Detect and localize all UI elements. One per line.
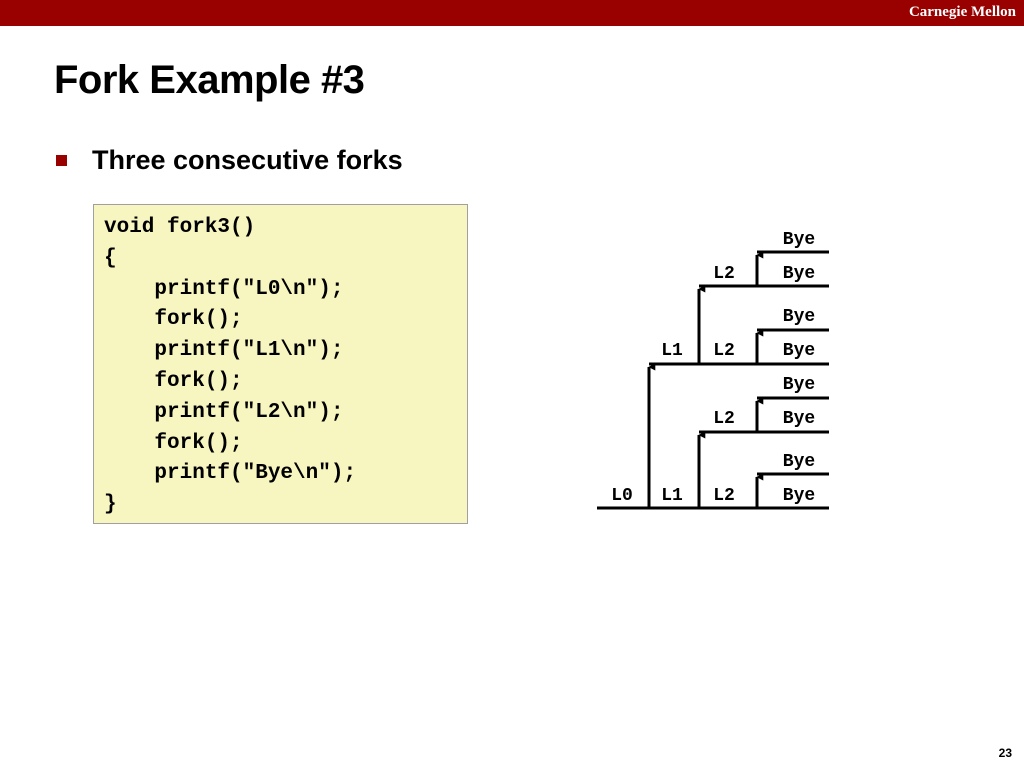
bullet-item: Three consecutive forks	[56, 145, 403, 176]
label-l1: L1	[661, 486, 683, 506]
label-bye: Bye	[783, 341, 815, 361]
bullet-text: Three consecutive forks	[92, 145, 403, 175]
label-bye: Bye	[783, 375, 815, 395]
code-line: printf("Bye\n");	[104, 462, 357, 486]
code-line: {	[104, 246, 117, 270]
label-bye: Bye	[783, 307, 815, 327]
code-block: void fork3() { printf("L0\n"); fork(); p…	[93, 204, 468, 524]
code-line: fork();	[104, 308, 243, 332]
org-name: Carnegie Mellon	[908, 4, 1016, 20]
code-line: fork();	[104, 431, 243, 455]
label-l2: L2	[713, 341, 735, 361]
code-line: printf("L0\n");	[104, 277, 344, 301]
label-bye: Bye	[783, 264, 815, 284]
label-bye: Bye	[783, 486, 815, 506]
label-bye: Bye	[783, 409, 815, 429]
label-l2: L2	[713, 264, 735, 284]
label-l0: L0	[611, 486, 633, 506]
code-line: fork();	[104, 369, 243, 393]
page-number: 23	[998, 746, 1012, 760]
code-line: void fork3()	[104, 216, 256, 239]
slide-title: Fork Example #3	[54, 58, 365, 102]
code-line: }	[104, 493, 117, 517]
label-l2: L2	[713, 486, 735, 506]
header-bar: Carnegie Mellon	[0, 0, 1024, 26]
label-bye: Bye	[783, 452, 815, 472]
label-l2: L2	[713, 409, 735, 429]
label-bye: Bye	[783, 230, 815, 250]
bullet-square-icon	[56, 155, 67, 166]
label-l1: L1	[661, 341, 683, 361]
code-line: printf("L1\n");	[104, 339, 344, 363]
code-line: printf("L2\n");	[104, 400, 344, 424]
